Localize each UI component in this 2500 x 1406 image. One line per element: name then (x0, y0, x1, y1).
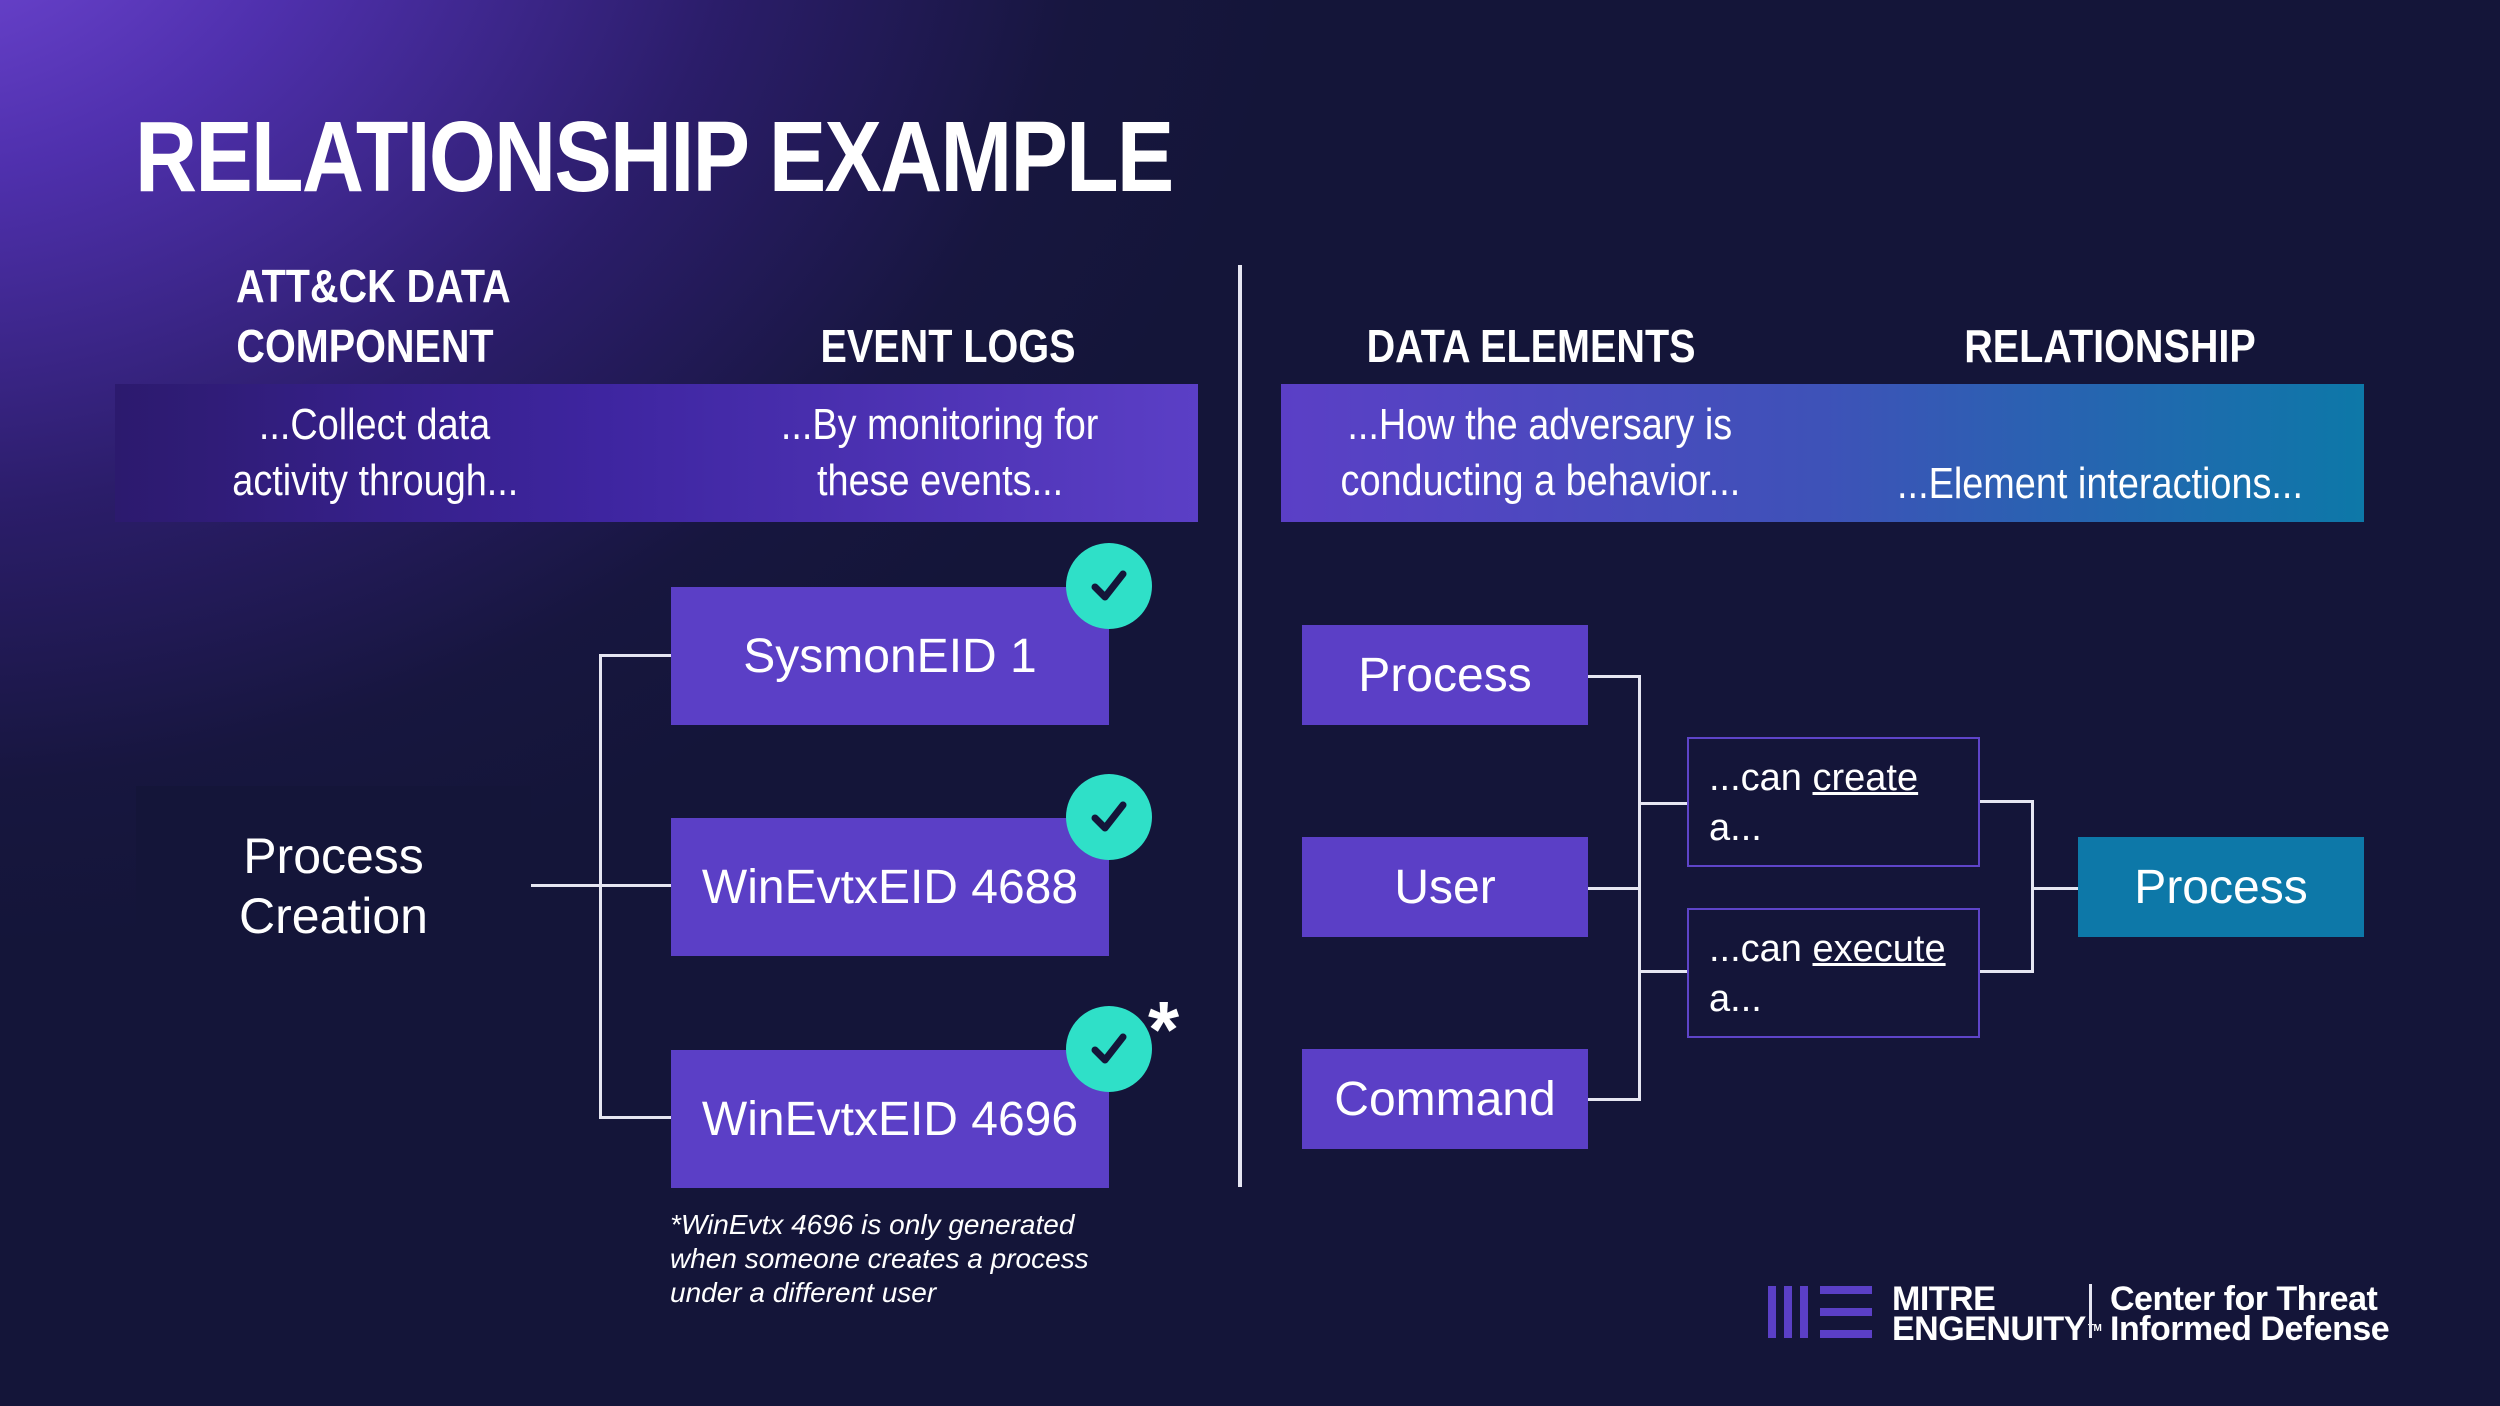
ctid-wordmark: Center for Threat Informed Defense (2110, 1280, 2390, 1348)
logo-line: MITRE (1892, 1280, 1996, 1318)
connector-line (1980, 800, 2033, 803)
element-label: Process (1358, 648, 1532, 702)
footnote: *WinEvtx 4696 is only generated when som… (670, 1208, 1089, 1310)
connector-line (531, 884, 601, 887)
relation-suffix: a... (1709, 978, 1762, 1020)
relation-box-create: ...can create a... (1687, 737, 1980, 867)
target-box-process: Process (2078, 837, 2364, 937)
event-label: SysmonEID 1 (743, 629, 1037, 683)
band-collect-line: ...Collect data (259, 400, 491, 449)
band-interactions: ...Element interactions... (1880, 456, 2320, 512)
relation-box-execute: ...can execute a... (1687, 908, 1980, 1038)
connector-line (1638, 970, 1687, 973)
page-title: RELATIONSHIP EXAMPLE (135, 101, 1174, 213)
connector-line (599, 1116, 671, 1119)
event-box-sysmon-1: SysmonEID 1 (671, 587, 1109, 725)
connector-line (1638, 802, 1687, 805)
event-label: WinEvtxEID 4688 (701, 860, 1079, 914)
column-divider (1238, 265, 1242, 1187)
connector-line (1588, 675, 1640, 678)
connector-line (599, 884, 671, 887)
column-heading-line: ATT&CK DATA (236, 260, 511, 312)
band-how-line: conducting a behavior... (1340, 456, 1740, 505)
band-monitor-line: these events... (816, 456, 1064, 505)
footnote-line: under a different user (670, 1277, 937, 1308)
ctid-line: Informed Defense (2110, 1310, 2390, 1348)
connector-line (2031, 887, 2078, 890)
connector-line (1588, 887, 1640, 890)
relation-verb: create (1812, 757, 1919, 799)
column-heading-component: ATT&CK DATA COMPONENT (236, 256, 511, 376)
connector-line (1980, 970, 2033, 973)
data-component-line: Creation (239, 888, 428, 944)
left-description-band (115, 384, 1198, 522)
column-heading-data-elements: DATA ELEMENTS (1366, 320, 1696, 372)
event-box-winevtx-4696: WinEvtxEID 4696 (671, 1050, 1109, 1188)
trademark: TM (2087, 1323, 2102, 1334)
element-box-process: Process (1302, 625, 1588, 725)
element-box-user: User (1302, 837, 1588, 937)
mitre-engenuity-logo (1768, 1286, 1898, 1338)
right-description-band (1281, 384, 2364, 522)
relation-suffix: a... (1709, 807, 1762, 849)
connector-line (2031, 800, 2034, 973)
connector-line (1638, 675, 1641, 1101)
relation-prefix: ...can (1709, 757, 1813, 799)
checkmark-icon (1066, 543, 1152, 629)
event-label: WinEvtxEID 4696 (701, 1092, 1079, 1146)
band-collect-line: activity through... (231, 456, 519, 505)
target-label: Process (2134, 860, 2308, 914)
column-heading-relationship: RELATIONSHIP (1964, 320, 2256, 372)
band-interactions-text: ...Element interactions... (1897, 459, 2303, 508)
column-heading-line: COMPONENT (236, 320, 494, 372)
relation-prefix: ...can (1709, 928, 1813, 970)
band-collect: ...Collect data activity through... (175, 396, 575, 510)
band-monitor: ...By monitoring for these events... (730, 396, 1150, 510)
event-box-winevtx-4688: WinEvtxEID 4688 (671, 818, 1109, 956)
asterisk-mark: * (1148, 985, 1180, 1074)
band-how-line: ...How the adversary is (1347, 400, 1733, 449)
footnote-line: when someone creates a process (670, 1243, 1089, 1274)
connector-line (1588, 1098, 1640, 1101)
element-label: Command (1334, 1072, 1556, 1126)
logo-divider (2089, 1284, 2092, 1338)
ctid-line: Center for Threat (2110, 1280, 2378, 1318)
column-heading-event-logs: EVENT LOGS (820, 320, 1076, 372)
data-component-line: Process (243, 828, 424, 884)
checkmark-icon (1066, 774, 1152, 860)
footnote-line: *WinEvtx 4696 is only generated (670, 1209, 1075, 1240)
data-component-box: Process Creation (136, 786, 531, 986)
checkmark-icon (1066, 1006, 1152, 1092)
relation-verb: execute (1812, 928, 1946, 970)
element-label: User (1394, 860, 1496, 914)
band-monitor-line: ...By monitoring for (781, 400, 1099, 449)
band-how: ...How the adversary is conducting a beh… (1320, 396, 1760, 510)
element-box-command: Command (1302, 1049, 1588, 1149)
connector-line (599, 654, 671, 657)
